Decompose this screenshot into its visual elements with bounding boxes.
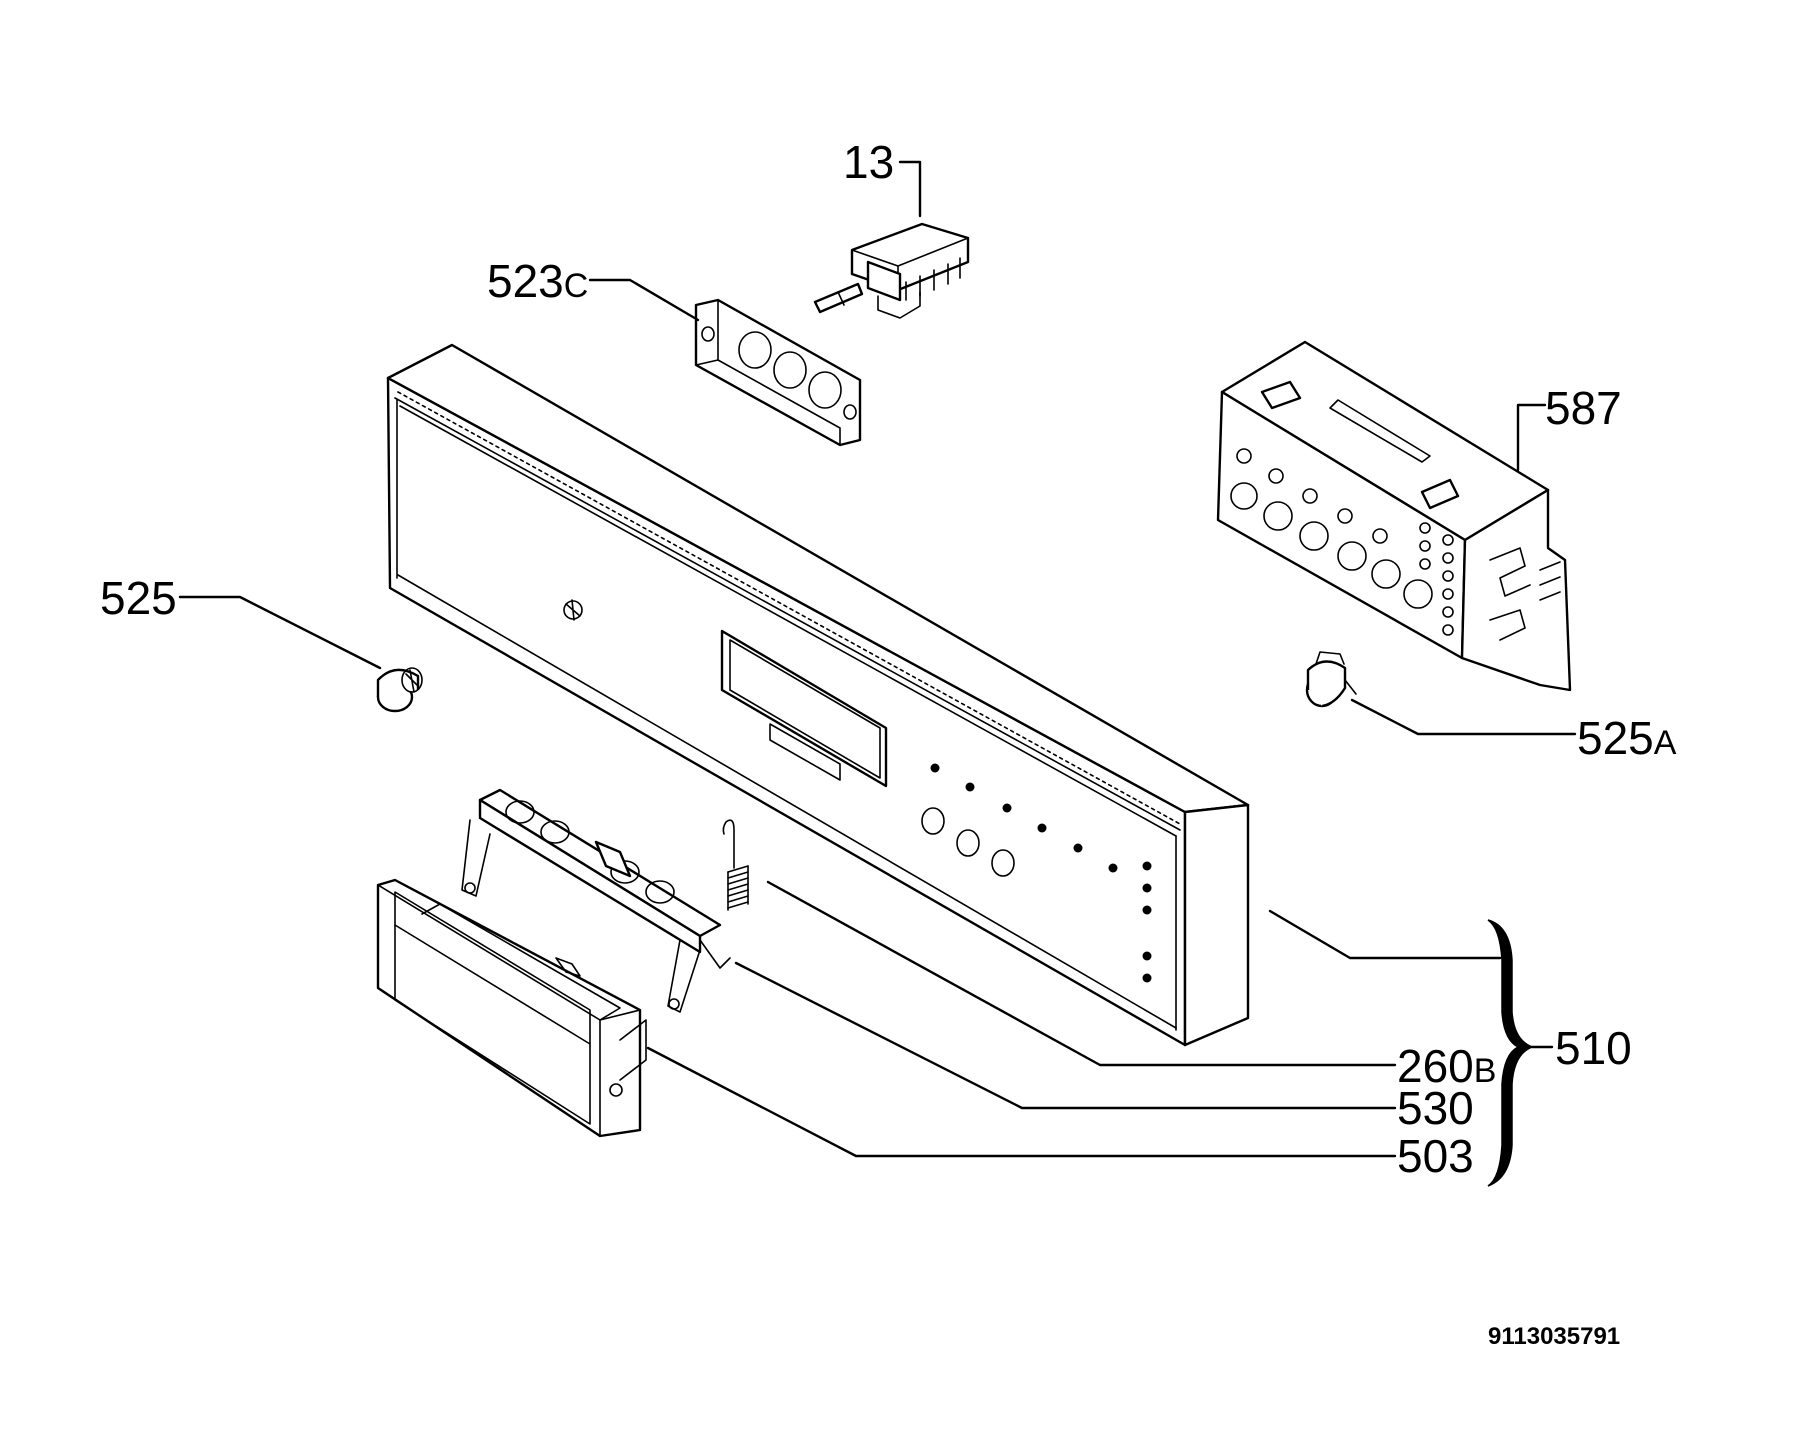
leader-510-panel	[1268, 909, 1502, 960]
button-knob-right	[1305, 651, 1357, 708]
label-525a: 525A	[1577, 712, 1677, 764]
label-260b-suffix: B	[1474, 1052, 1497, 1090]
label-523c-number: 523	[487, 255, 564, 307]
handle-housing	[376, 878, 647, 1138]
leader-lines	[178, 160, 1577, 1187]
control-panel-fascia	[386, 343, 1250, 1047]
leader-587	[1516, 403, 1547, 472]
label-525: 525	[100, 572, 177, 624]
handle-mechanism	[461, 788, 731, 1013]
leader-503	[646, 1046, 1397, 1158]
label-525a-suffix: A	[1654, 724, 1677, 762]
label-530: 530	[1397, 1082, 1474, 1134]
leader-523c	[588, 278, 700, 322]
leader-260b	[766, 880, 1397, 1067]
main-switch	[813, 222, 970, 319]
leader-525a	[1350, 698, 1577, 736]
label-510: 510	[1555, 1022, 1632, 1074]
document-number: 9113035791	[1488, 1323, 1620, 1350]
label-13: 13	[843, 136, 894, 188]
label-587: 587	[1545, 382, 1622, 434]
brace-510	[1487, 919, 1535, 1187]
electronic-control-module	[1216, 340, 1572, 692]
part-labels: 13 523C 525 587 525A 510 260B 530 503 91…	[100, 136, 1677, 1350]
label-525a-number: 525	[1577, 712, 1654, 764]
label-523c-suffix: C	[564, 267, 589, 305]
button-knob-left	[376, 667, 423, 713]
leader-13	[898, 160, 922, 218]
leader-530	[734, 961, 1397, 1110]
label-260b: 260B	[1397, 1040, 1496, 1092]
label-260b-number: 260	[1397, 1040, 1474, 1092]
label-503: 503	[1397, 1130, 1474, 1182]
leader-525	[178, 595, 382, 670]
label-523c: 523C	[487, 255, 588, 307]
spring	[722, 819, 749, 911]
switch-bracket	[694, 298, 862, 447]
